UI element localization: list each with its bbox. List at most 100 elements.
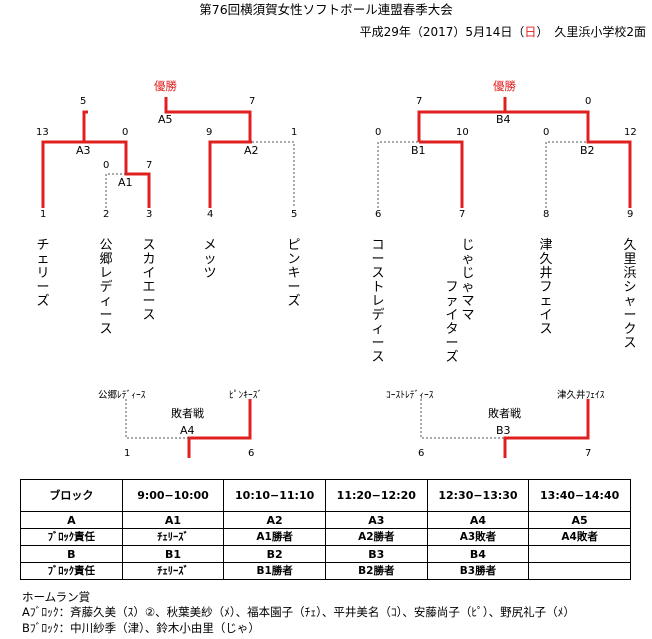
page-title: 第76回横須賀女性ソフトボール連盟春季大会	[199, 2, 453, 17]
loser-A4-label: A4	[180, 424, 195, 437]
detail-A2: A1勝者	[223, 528, 326, 546]
score-A2-left: 9	[206, 127, 213, 138]
match-label-A3: A3	[76, 144, 91, 157]
seed-right-6: 6	[375, 209, 382, 220]
team-coast-ladies: コーストレディース	[371, 238, 385, 365]
game-B3: B3	[324, 545, 428, 563]
match-label-B4: B4	[496, 113, 511, 126]
team-sky-ace: スカイエース	[142, 238, 156, 323]
score-B2-left: 0	[543, 127, 550, 138]
win-line-B2	[505, 110, 632, 208]
win-line-A5	[164, 97, 252, 142]
game-B2: B2	[223, 545, 326, 563]
score-A5-left: 5	[80, 96, 87, 107]
detail-B-empty	[528, 562, 631, 580]
game-A2: A2	[223, 511, 326, 529]
score-B1-right: 10	[456, 127, 469, 138]
score-B1-left: 0	[375, 127, 382, 138]
detail-A1: ﾁｪﾘｰｽﾞ	[121, 528, 225, 546]
loser-A4-title: 敗者戦	[171, 407, 204, 420]
score-B4-right: 0	[585, 96, 592, 107]
team-pinkies: ピンキーズ	[287, 238, 301, 309]
win-line-B1	[419, 140, 464, 208]
lose-line-B1	[377, 141, 419, 208]
table-row: ﾌﾞﾛｯｸ責任 ﾁｪﾘｰｽﾞ B1勝者 B2勝者 B3勝者	[20, 562, 631, 580]
team-kugo-ladies: 公郷レディース	[99, 238, 113, 337]
loser-B3-left-team: ｺｰｽﾄﾚﾃﾞｨｰｽ	[386, 390, 434, 401]
lose-line-B3	[420, 399, 505, 439]
seed-right-9: 9	[627, 209, 634, 220]
lose-line-B2	[545, 141, 588, 208]
loser-A4-left-seed: 1	[124, 448, 131, 459]
lose-line-A2	[252, 141, 295, 208]
loser-B3-left-seed: 6	[418, 448, 425, 459]
team-tsukui-faith: 津久井フェイス	[539, 238, 553, 337]
seed-right-8: 8	[543, 209, 550, 220]
header-slot-4: 12:30−13:30	[426, 479, 530, 512]
game-A1: A1	[121, 511, 225, 529]
game-A5: A5	[528, 511, 631, 529]
header-slot-2: 10:10−11:10	[223, 479, 326, 512]
header-slot-3: 11:20−12:20	[324, 479, 428, 512]
match-label-B1: B1	[411, 144, 426, 157]
score-A2-right: 1	[291, 127, 298, 138]
event-date-venue: 平成29年（2017）5月14日（日） 久里浜小学校2面	[359, 25, 646, 39]
block-B: B	[20, 545, 123, 563]
score-B2-right: 12	[624, 127, 637, 138]
loser-A4-right-seed: 6	[248, 448, 255, 459]
loser-B3-title: 敗者戦	[488, 407, 521, 420]
table-row: B B1 B2 B3 B4	[20, 545, 631, 563]
score-A3-left: 13	[36, 127, 49, 138]
game-A4: A4	[426, 511, 530, 529]
match-label-A2: A2	[244, 144, 259, 157]
game-A3: A3	[324, 511, 428, 529]
lose-line-A1	[105, 173, 126, 208]
detail-B2: B1勝者	[223, 562, 326, 580]
detail-A4: A3敗者	[426, 528, 530, 546]
table-row: ﾌﾞﾛｯｸ責任 ﾁｪﾘｰｽﾞ A1勝者 A2勝者 A3敗者 A4敗者	[20, 528, 631, 546]
win-line-B4	[417, 97, 507, 142]
seed-left-1: 1	[40, 209, 47, 220]
seed-left-5: 5	[291, 209, 298, 220]
lose-line-A4	[125, 399, 189, 439]
win-line-A1	[84, 140, 151, 208]
schedule-header-row: ブロック 9:00−10:00 10:10−11:10 11:20−12:20 …	[20, 479, 631, 512]
header-slot-1: 9:00−10:00	[121, 479, 225, 512]
team-kurihama-sharks: 久里浜シャークス	[623, 238, 637, 351]
detail-A3: A2勝者	[324, 528, 428, 546]
block-A-caption: ﾌﾞﾛｯｸ責任	[20, 528, 123, 546]
team-mets: メッツ	[203, 238, 217, 281]
table-row: A A1 A2 A3 A4 A5	[20, 511, 631, 529]
header-block: ブロック	[20, 479, 123, 512]
score-B4-left: 7	[416, 96, 423, 107]
game-B-empty	[528, 545, 631, 563]
match-label-B2: B2	[580, 144, 595, 157]
detail-A5: A4敗者	[528, 528, 631, 546]
loser-lines	[105, 141, 588, 439]
score-A1-right: 7	[146, 160, 153, 171]
loser-B3-right-team: 津久井ﾌｪｲｽ	[557, 390, 605, 401]
score-A3-right: 0	[122, 127, 129, 138]
match-label-A5: A5	[158, 113, 173, 126]
win-line-A3	[41, 110, 88, 208]
loser-A4-left-team: 公郷ﾚﾃﾞｨｰｽ	[98, 390, 146, 401]
detail-B1: ﾁｪﾘｰｽﾞ	[121, 562, 225, 580]
score-A5-right: 7	[249, 96, 256, 107]
detail-B4: B3勝者	[426, 562, 530, 580]
seed-left-4: 4	[207, 209, 214, 220]
win-line-A2	[208, 140, 252, 208]
seed-left-2: 2	[103, 209, 110, 220]
win-line-B3	[503, 399, 590, 458]
schedule-table: ブロック 9:00−10:00 10:10−11:10 11:20−12:20 …	[20, 479, 631, 580]
homerun-title: ホームラン賞	[22, 590, 91, 604]
homerun-block-b: Bﾌﾞﾛｯｸ：中川紗季（津）、鈴木小由里（じゃ）	[22, 621, 260, 635]
champion-label-left: 優勝	[154, 79, 177, 93]
match-label-A1: A1	[118, 176, 133, 189]
block-A: A	[20, 511, 123, 529]
detail-B3: B2勝者	[324, 562, 428, 580]
loser-B3-label: B3	[496, 424, 511, 437]
game-B4: B4	[426, 545, 530, 563]
block-B-caption: ﾌﾞﾛｯｸ責任	[20, 562, 123, 580]
homerun-block-a: Aﾌﾞﾛｯｸ：斉藤久美（ｽ）②、秋葉美紗（ﾒ）、福本園子（ﾁｪ）、平井美名（ｺ）…	[22, 605, 575, 619]
